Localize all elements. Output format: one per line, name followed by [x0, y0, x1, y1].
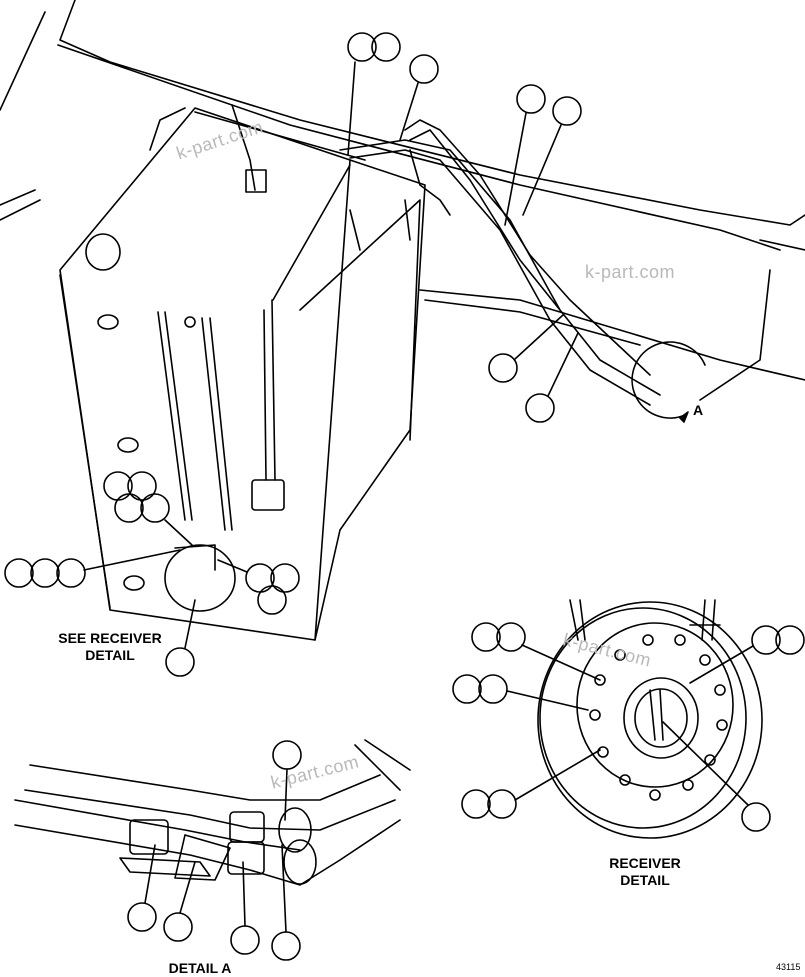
receiver-detail-label: RECEIVER DETAIL — [585, 855, 705, 889]
view-a-callout — [631, 341, 706, 423]
receiver-detail — [537, 599, 763, 839]
detail-a-label: DETAIL A — [168, 960, 232, 976]
hydraulic-tank — [59, 104, 426, 641]
detail-a — [14, 739, 411, 886]
figure-number: 43115 — [776, 962, 801, 972]
see-receiver-detail-line1: SEE RECEIVER — [58, 630, 162, 646]
view-a-letter: A — [692, 402, 704, 418]
see-receiver-detail-label: SEE RECEIVER DETAIL — [40, 630, 180, 664]
hydraulic-hoses — [339, 119, 661, 406]
see-receiver-detail-line2: DETAIL — [85, 647, 135, 663]
receiver-detail-line1: RECEIVER — [609, 855, 681, 871]
watermark-2: k-part.com — [585, 262, 676, 282]
callout-bubbles — [4, 32, 805, 961]
receiver-detail-line2: DETAIL — [620, 872, 670, 888]
frame-rail — [0, 0, 805, 401]
bolt-pattern — [589, 634, 728, 801]
